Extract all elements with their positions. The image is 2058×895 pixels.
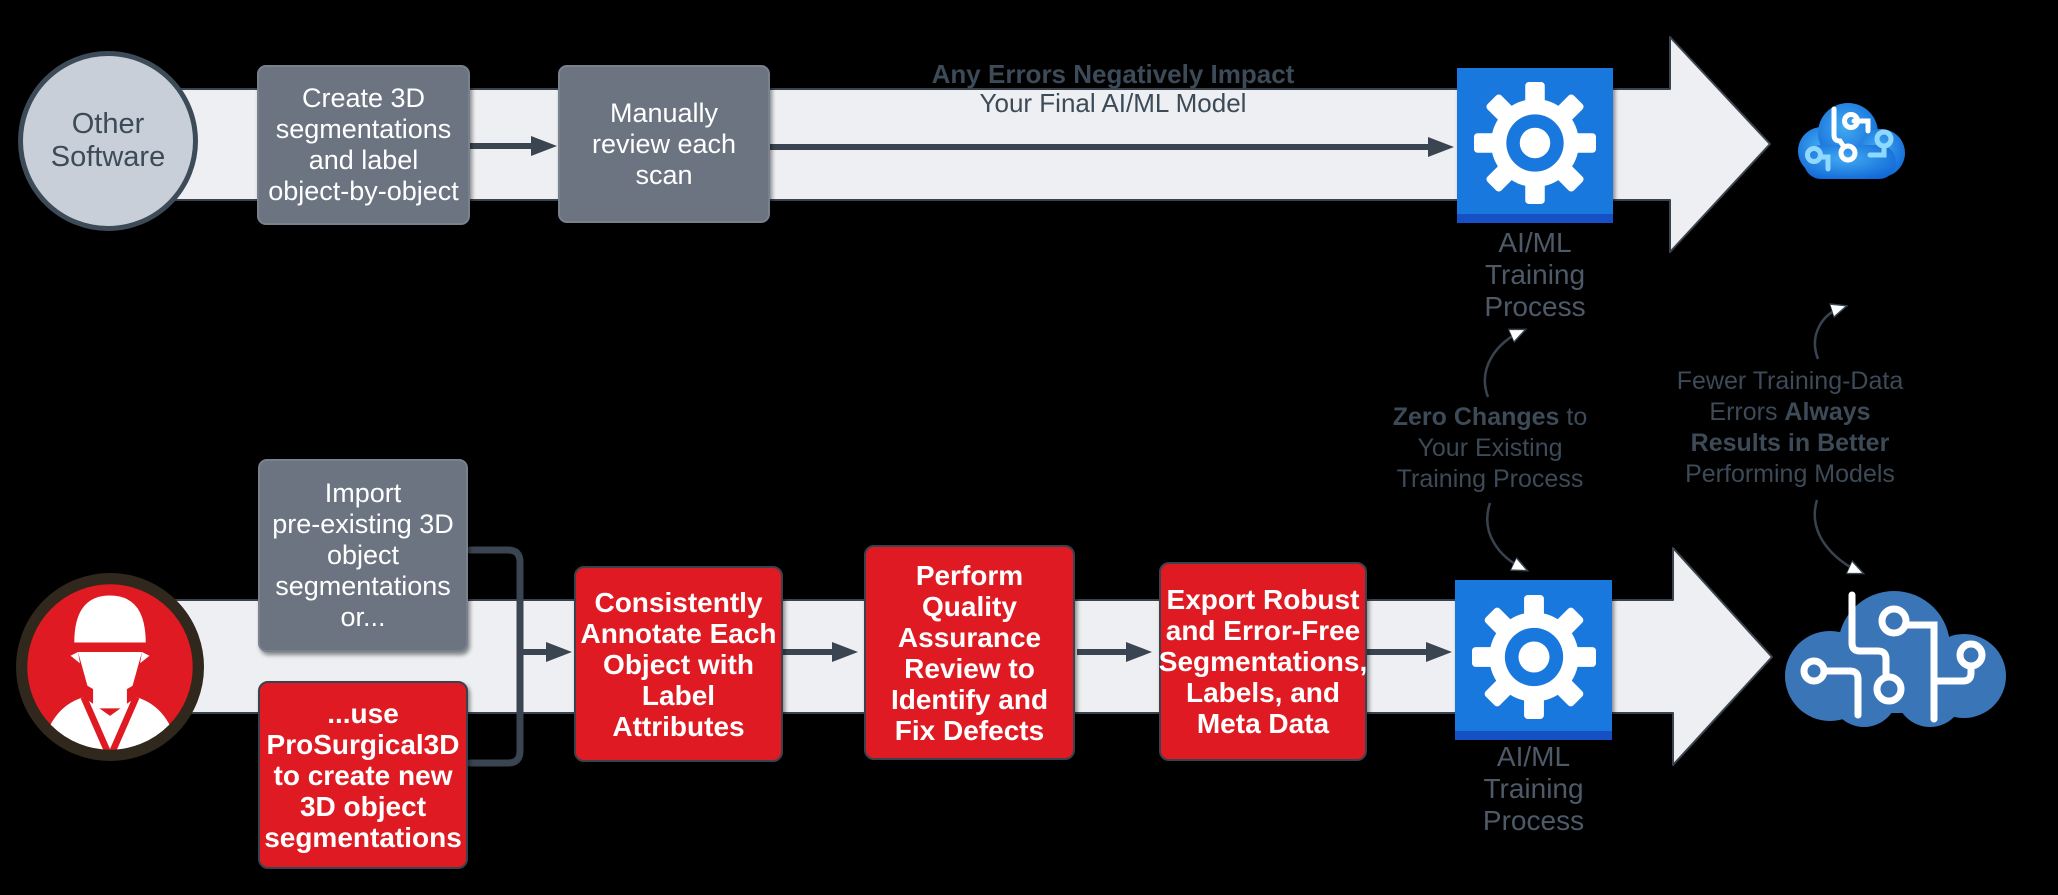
step-line: Meta Data [1196, 708, 1330, 739]
step-line: Review to [904, 652, 1035, 684]
warning-line-rest: Your Final AI/ML Model [979, 88, 1247, 118]
errors-warning-text: Any Errors Negatively Impact Your Final … [913, 60, 1313, 118]
annotation-line: Results in Better [1690, 429, 1890, 457]
annotation-line: Zero Changes to [1370, 402, 1610, 433]
zero-changes-rest: to [1559, 403, 1588, 431]
gear-box-base-strip [1455, 731, 1612, 740]
zero-changes-bold: Zero Changes [1392, 403, 1560, 431]
fewer-errors-annotation: Fewer Training-Data Errors Always Result… [1658, 366, 1922, 490]
label-line: Process [1482, 805, 1585, 836]
step-use-prosurgical3d: ...use ProSurgical3D to create new 3D ob… [258, 681, 468, 869]
step-line: ...use [327, 697, 399, 729]
step-line: object-by-object [268, 176, 459, 206]
step-line: segmentations [275, 114, 452, 144]
label-line: AI/ML [1496, 741, 1571, 772]
step-line: and Error-Free [1165, 615, 1361, 646]
flow-connector-arrows [470, 136, 1454, 662]
surgeon-avatar [16, 573, 204, 761]
step-line: segmentations [264, 821, 462, 853]
step-consistently-annotate: Consistently Annotate Each Object with L… [574, 566, 783, 762]
gear-box-base-strip [1457, 214, 1613, 223]
large-ai-brain-cloud-icon [1768, 581, 2024, 729]
curve-zero-changes-to-top-process [1483, 331, 1522, 398]
gear-icon [1472, 595, 1596, 719]
curve-fewer-errors-to-bottom-cloud [1813, 499, 1860, 572]
step-line: object [326, 540, 400, 570]
curve-fewer-errors-to-top-cloud [1813, 307, 1843, 360]
step-line: Labels, and [1185, 677, 1341, 708]
step-line: Fix Defects [894, 714, 1045, 746]
curve-zero-changes-to-bottom-gear [1486, 502, 1524, 569]
fewer-errors-pre: Errors [1709, 398, 1785, 426]
small-ai-cloud-icon [1788, 95, 1912, 187]
annotation-line: Performing Models [1685, 460, 1895, 488]
step-line: review each [591, 128, 737, 159]
step-line: to create new [273, 759, 453, 791]
step-line: Perform [915, 559, 1024, 591]
step-export-robust: Export Robust and Error-Free Segmentatio… [1159, 562, 1367, 761]
gear-icon [1474, 82, 1596, 204]
input-options-bracket [466, 546, 524, 767]
step-line: ProSurgical3D [266, 728, 460, 760]
step-line: Export Robust [1166, 584, 1360, 615]
other-software-label-line1: Other [71, 108, 145, 140]
step-line: Attributes [612, 710, 745, 742]
annotation-line: Fewer Training-Data [1676, 367, 1904, 395]
step-line: or... [340, 602, 386, 632]
step-line: Consistently [594, 586, 763, 618]
step-manually-review: Manually review each scan [558, 65, 770, 223]
step-line: Quality [922, 590, 1017, 622]
annotation-arrows [1483, 307, 1860, 572]
step-line: and label [308, 145, 419, 175]
warning-line-bold: Any Errors Negatively Impact [931, 59, 1295, 89]
other-software-label-line2: Software [50, 141, 166, 173]
bottom-aiml-training-gear-box [1455, 580, 1612, 740]
label-line: AI/ML [1498, 227, 1572, 258]
step-line: Assurance [897, 621, 1042, 653]
step-line: Manually [609, 97, 719, 128]
step-import-preexisting: Import pre-existing 3D object segmentati… [258, 459, 468, 652]
top-aiml-training-process-label: AI/ML Training Process [1457, 227, 1613, 323]
step-line: 3D object [299, 790, 427, 822]
step-create-3d-segmentations: Create 3D segmentations and label object… [257, 65, 470, 225]
top-aiml-training-gear-box [1457, 68, 1613, 223]
bottom-aiml-training-process-label: AI/ML Training Process [1455, 741, 1612, 837]
step-line: Import [324, 478, 402, 508]
step-line: Segmentations, [1158, 646, 1368, 677]
annotation-line: Your Existing [1417, 434, 1563, 462]
step-quality-assurance: Perform Quality Assurance Review to Iden… [864, 545, 1075, 760]
label-line: Process [1484, 291, 1586, 322]
step-line: Object with [603, 648, 754, 680]
step-line: segmentations [275, 571, 451, 601]
annotation-line: Training Process [1396, 465, 1584, 493]
step-line: scan [635, 159, 693, 190]
step-line: Identify and [890, 683, 1049, 715]
annotation-line: Errors Always [1658, 397, 1922, 428]
other-software-source: Other Software [18, 51, 198, 231]
step-line: Label [641, 679, 716, 711]
zero-changes-annotation: Zero Changes to Your Existing Training P… [1370, 402, 1610, 495]
step-line: Create 3D [301, 83, 426, 113]
label-line: Training [1484, 259, 1586, 290]
step-line: pre-existing 3D [272, 509, 454, 539]
step-line: Annotate Each [580, 617, 777, 649]
label-line: Training [1483, 773, 1584, 804]
fewer-errors-always-bold: Always [1784, 398, 1871, 426]
